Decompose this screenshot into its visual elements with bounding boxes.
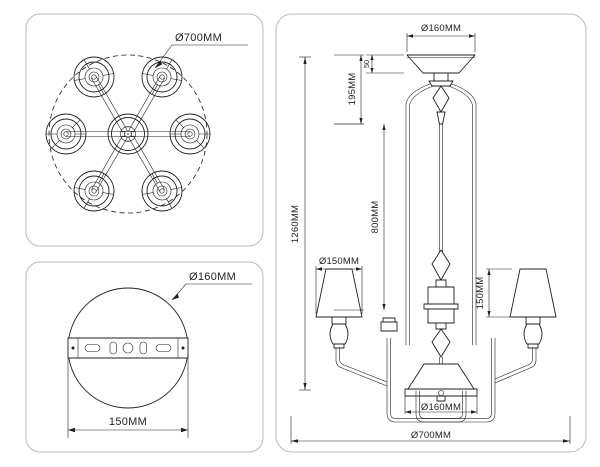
bracket-screw-hole-left — [71, 346, 75, 350]
top-finial — [432, 85, 450, 125]
bracket-slot-right — [155, 344, 172, 352]
canopy-height-dimension — [366, 54, 404, 74]
ceiling-plate-diameter-label: Ø160MM — [189, 271, 236, 283]
top-view-lamp — [141, 170, 183, 212]
lampshade-right — [509, 268, 557, 318]
top-view-diameter-label: Ø700MM — [175, 32, 222, 44]
front-elevation-panel-border — [275, 13, 587, 453]
chandelier-elevation — [315, 54, 557, 423]
lamp-left — [315, 268, 398, 387]
front-elevation-panel: Ø160MM 50 195MM 800MM — [275, 13, 587, 453]
canopy-diameter-dimension — [406, 33, 476, 52]
top-view-center-hub — [107, 113, 149, 155]
top-view-lamps — [45, 56, 211, 212]
drop-length-dimension — [334, 123, 386, 311]
upper-section-label: 195MM — [347, 73, 358, 106]
bracket-width-label: 150MM — [109, 416, 147, 428]
bracket-slot-inner-left — [109, 341, 117, 355]
total-height-label: 1260MM — [290, 205, 301, 243]
overall-width-label: Ø700MM — [411, 430, 451, 441]
shade-height-dimension — [486, 268, 512, 318]
body-diameter-label: Ø160MM — [421, 402, 461, 413]
shade-diameter-dimension — [315, 266, 363, 314]
canopy-neck — [428, 72, 454, 87]
top-view-lamp — [141, 56, 183, 98]
body-diameter-dimension — [404, 396, 478, 414]
drop-length-label: 800MM — [370, 201, 381, 234]
ceiling-plate-diameter-leader — [171, 283, 252, 301]
bracket-width-dimension — [67, 358, 189, 438]
lamp-right — [494, 268, 557, 384]
shade-diameter-label: Ø150MM — [319, 256, 359, 267]
canopy-diameter-label: Ø160MM — [421, 23, 461, 34]
suspension-rods — [405, 83, 477, 346]
central-column-decor — [423, 249, 459, 365]
bottom-hub-body — [404, 363, 478, 402]
top-view-panel: Ø700MM — [25, 13, 264, 247]
top-view-arms — [65, 75, 191, 193]
shade-height-label: 150MM — [475, 277, 486, 310]
top-view-diameter-leader — [154, 44, 248, 69]
overall-width-dimension — [290, 416, 571, 444]
ceiling-plate-panel: Ø160MM 150MM — [25, 261, 264, 453]
ceiling-canopy — [406, 54, 476, 74]
canopy-height-label: 50 — [362, 60, 371, 68]
bracket-screw-hole-right — [181, 346, 185, 350]
top-view-lamp — [73, 170, 115, 212]
total-height-dimension — [299, 56, 311, 391]
bracket-slot-left — [84, 344, 101, 352]
top-view-panel-border — [25, 13, 264, 247]
top-view-lamp — [169, 113, 211, 155]
top-view-lamp — [73, 56, 115, 98]
bracket-slot-inner-right — [139, 341, 147, 355]
top-view-lamp — [45, 113, 87, 155]
lamp-arm-right — [386, 337, 467, 423]
bracket-center-hole — [122, 342, 134, 354]
ceiling-plate-bracket — [67, 337, 189, 359]
